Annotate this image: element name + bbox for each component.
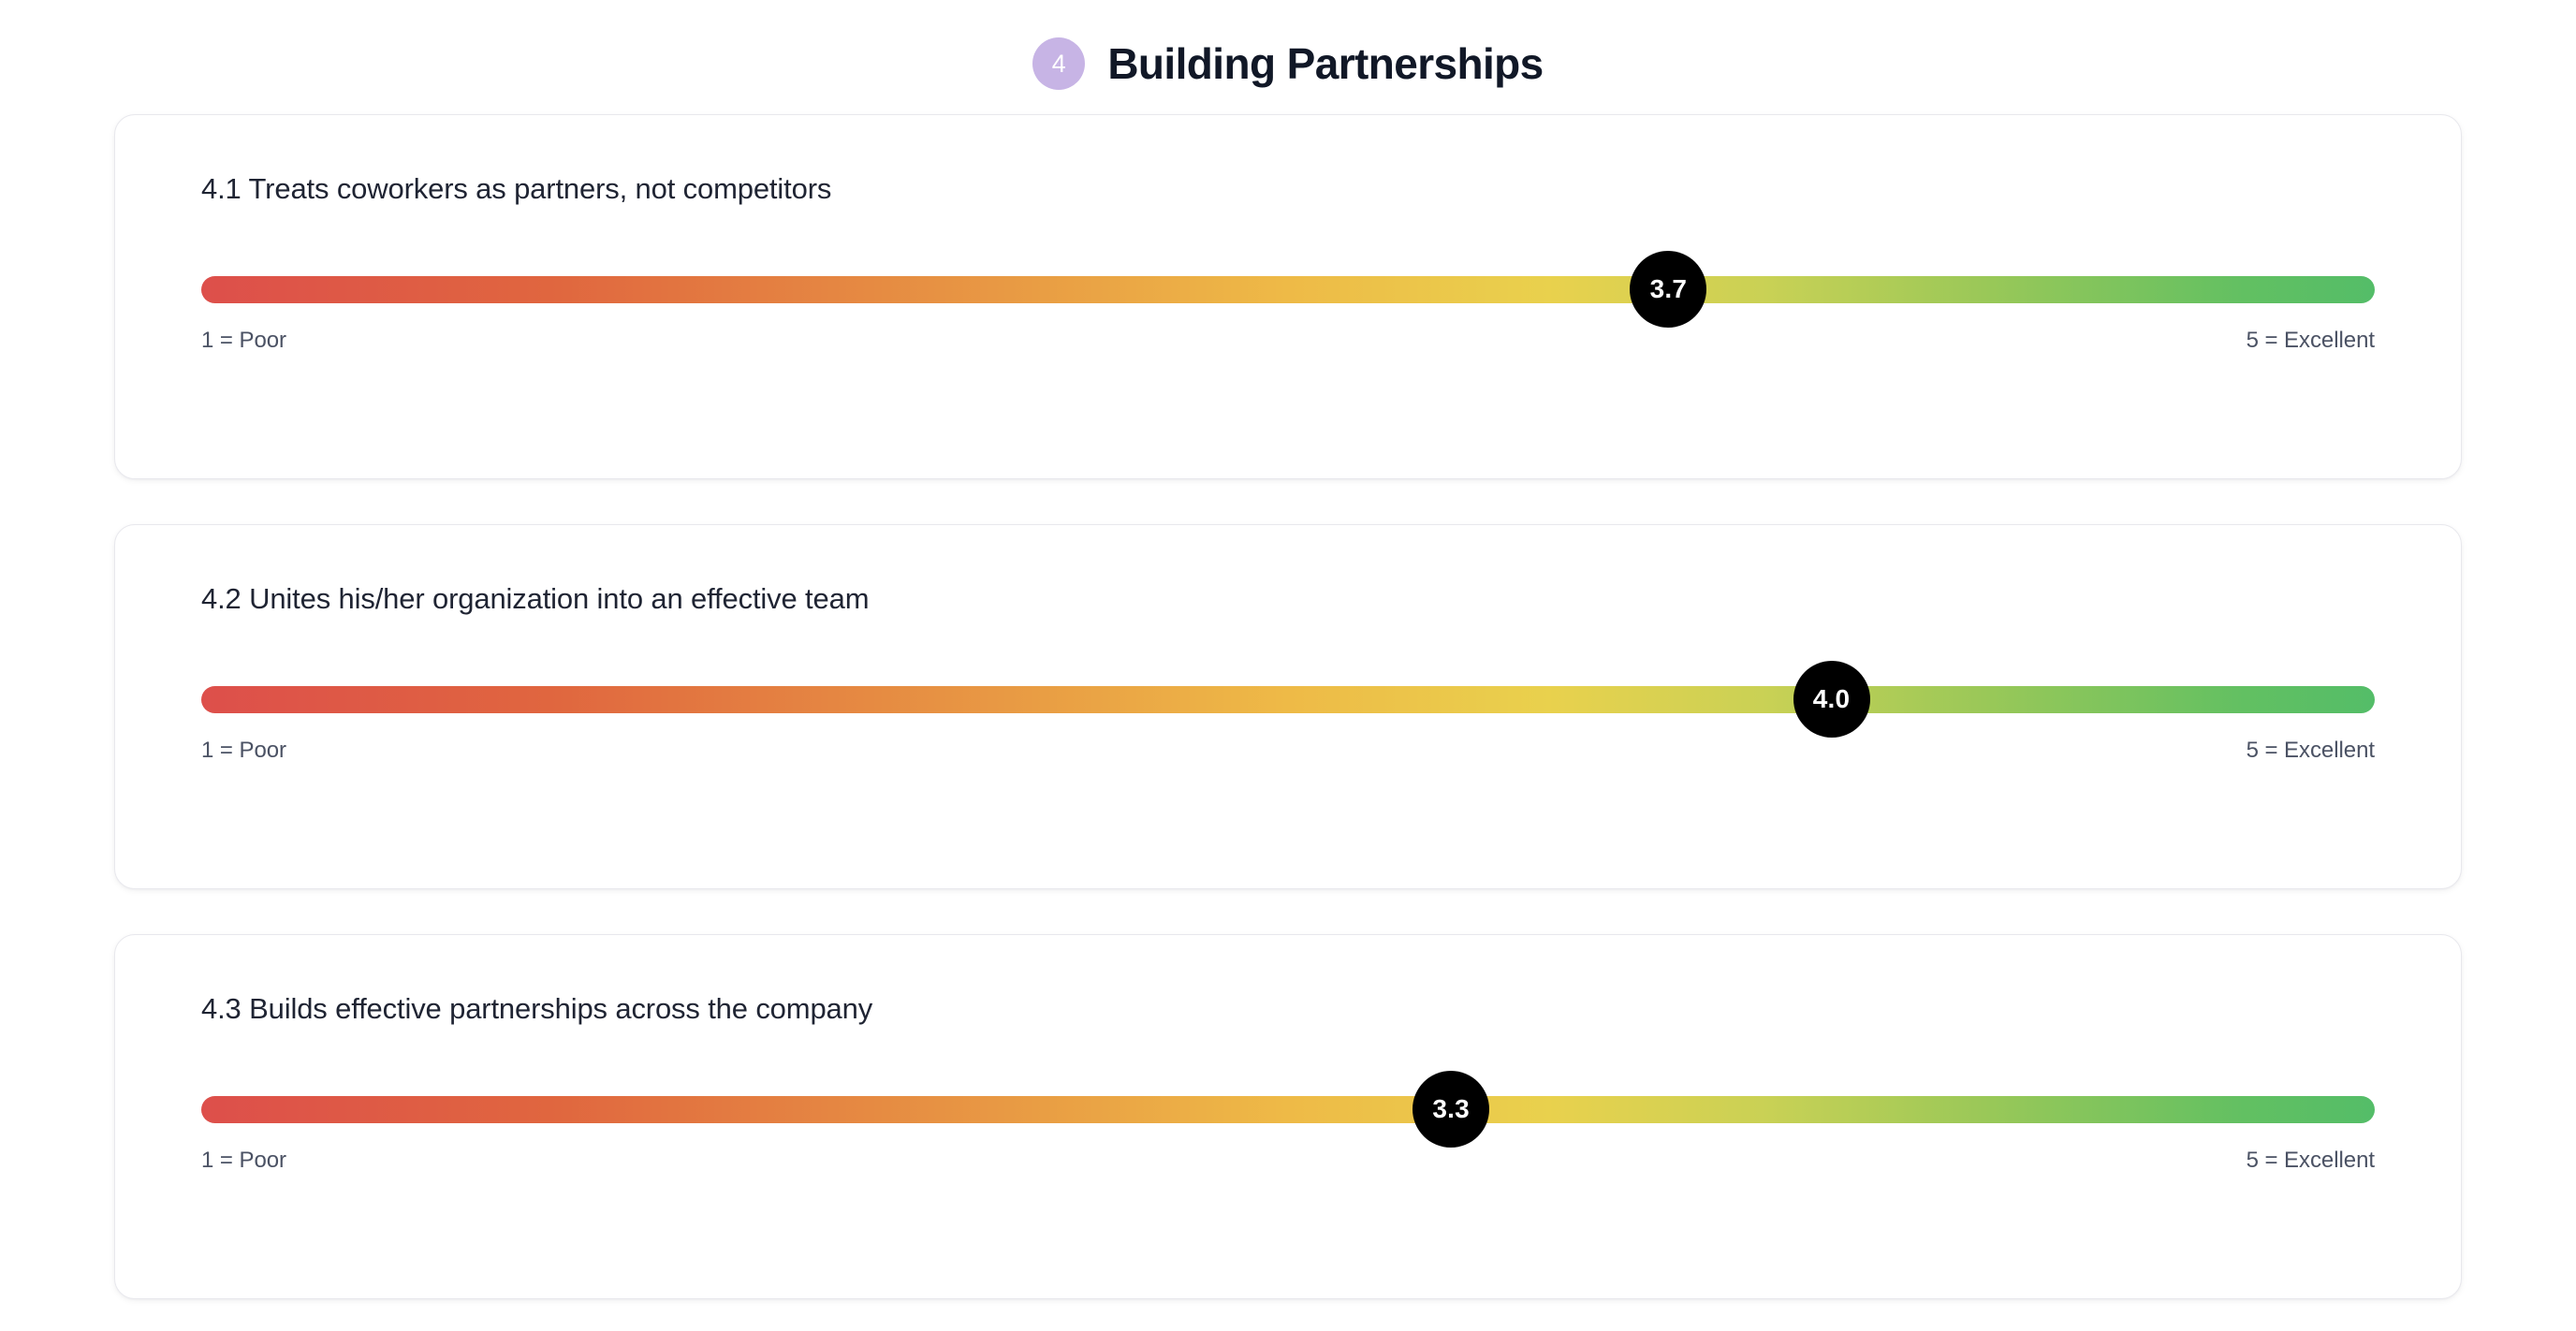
question-text: 4.2 Unites his/her organization into an … [201,582,870,615]
question-card: 4.3 Builds effective partnerships across… [114,934,2462,1299]
score-bubble[interactable]: 4.0 [1793,661,1870,739]
score-bubble[interactable]: 3.7 [1630,251,1707,329]
rating-scale: 3.3 1 = Poor 5 = Excellent [201,1071,2375,1174]
rating-gradient-bar[interactable]: 3.7 [201,251,2375,329]
scale-max-label: 5 = Excellent [2246,327,2375,353]
question-card: 4.1 Treats coworkers as partners, not co… [114,114,2462,479]
section-number-badge: 4 [1032,37,1086,90]
scale-min-label: 1 = Poor [201,1147,286,1173]
scale-max-label: 5 = Excellent [2246,1147,2375,1173]
scale-legend: 1 = Poor 5 = Excellent [201,328,2375,354]
page-title: Building Partnerships [1107,39,1544,88]
scale-min-label: 1 = Poor [201,737,286,763]
question-card: 4.2 Unites his/her organization into an … [114,524,2462,889]
rating-gradient-bar[interactable]: 3.3 [201,1071,2375,1148]
scale-min-label: 1 = Poor [201,327,286,353]
question-card-list: 4.1 Treats coworkers as partners, not co… [114,114,2462,1299]
rating-scale: 3.7 1 = Poor 5 = Excellent [201,251,2375,354]
question-text: 4.3 Builds effective partnerships across… [201,992,873,1025]
scale-legend: 1 = Poor 5 = Excellent [201,738,2375,764]
score-bubble[interactable]: 3.3 [1412,1071,1490,1148]
scale-max-label: 5 = Excellent [2246,737,2375,763]
scale-legend: 1 = Poor 5 = Excellent [201,1148,2375,1174]
question-text: 4.1 Treats coworkers as partners, not co… [201,172,832,205]
rating-scale: 4.0 1 = Poor 5 = Excellent [201,661,2375,764]
section-header: 4 Building Partnerships [114,0,2462,114]
rating-gradient-bar[interactable]: 4.0 [201,661,2375,739]
